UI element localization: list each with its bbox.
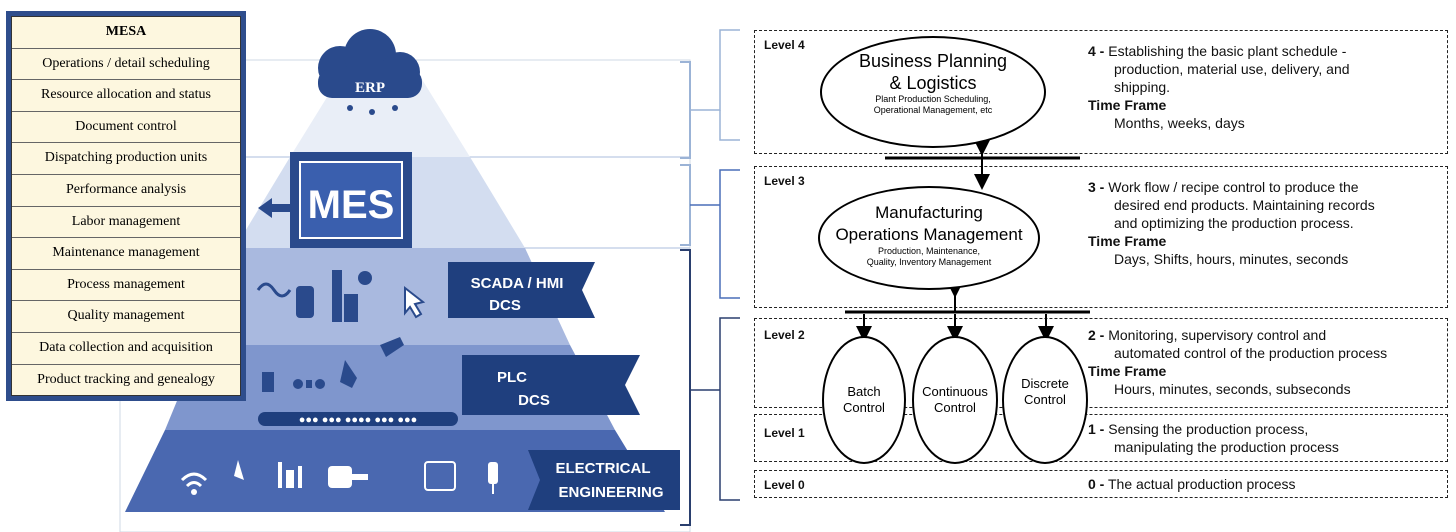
l2-num: 2 - — [1088, 327, 1105, 343]
l0-desc1: The actual production process — [1107, 476, 1296, 492]
mesa-item: Labor management — [12, 206, 240, 239]
bracket-control — [680, 249, 691, 526]
level3-box — [754, 166, 1448, 308]
l3-title2: Operations Management — [835, 225, 1023, 244]
level0-box — [754, 470, 1448, 498]
l3-title1: Manufacturing — [875, 203, 983, 222]
electrical-label: ELECTRICAL — [556, 460, 651, 477]
scada-banner — [448, 262, 595, 318]
scada-dcs-label: DCS — [489, 297, 521, 314]
l4-timeframe-label: Time Frame — [1088, 97, 1167, 113]
level1-description: 1 - Sensing the production process, mani… — [1088, 420, 1444, 456]
continuous-label2: Control — [934, 400, 976, 415]
level3-description: 3 - Work flow / recipe control to produc… — [1088, 178, 1444, 268]
business-planning-ellipse: Business Planning & Logistics Plant Prod… — [820, 36, 1046, 148]
plc-dcs-label: DCS — [518, 392, 550, 409]
discrete-control-ellipse: Discrete Control — [1002, 336, 1088, 464]
l4-sub1: Plant Production Scheduling, — [875, 94, 991, 104]
engineering-label: ENGINEERING — [558, 484, 663, 501]
level0-description: 0 - The actual production process — [1088, 475, 1444, 493]
level1-label: Level 1 — [764, 426, 805, 440]
l0-num: 0 - — [1088, 476, 1105, 492]
plc-banner — [462, 355, 640, 415]
mesa-item: Dispatching production units — [12, 143, 240, 175]
discrete-label1: Discrete — [1021, 376, 1069, 391]
level2-box — [754, 318, 1448, 408]
l2-desc1: Monitoring, supervisory control and — [1108, 327, 1327, 343]
connector-erp-upper — [690, 29, 740, 111]
conveyor-dots: ●●● ●●● ●●●● ●●● ●●● — [299, 414, 418, 426]
electrical-banner — [528, 450, 680, 510]
l3-sub2: Quality, Inventory Management — [866, 257, 992, 267]
l4-desc3: shipping. — [1114, 79, 1171, 95]
mesa-item: Document control — [12, 111, 240, 144]
l3-desc2: desired end products. Maintaining record… — [1114, 197, 1375, 213]
mesa-item: Resource allocation and status — [12, 80, 240, 112]
l4-sub2: Operational Management, etc — [873, 105, 993, 115]
mom-ellipse: Manufacturing Operations Management Prod… — [818, 186, 1040, 290]
level2-description: 2 - Monitoring, supervisory control and … — [1088, 326, 1444, 398]
arrow-left-icon — [258, 198, 292, 218]
l3-desc3: and optimizing the production process. — [1114, 215, 1354, 231]
scada-label: SCADA / HMI — [471, 275, 564, 292]
level4-description: 4 - Establishing the basic plant schedul… — [1088, 42, 1438, 132]
connector-erp-lower — [719, 110, 740, 141]
l4-desc2: production, material use, delivery, and — [1114, 61, 1350, 77]
electrical-icons — [180, 460, 498, 495]
l2-timeframe-label: Time Frame — [1088, 363, 1167, 379]
conveyor — [258, 412, 458, 426]
l3-timeframe-label: Time Frame — [1088, 233, 1167, 249]
mesa-item: Operations / detail scheduling — [12, 48, 240, 81]
level4-label: Level 4 — [764, 38, 805, 52]
l4-desc1: Establishing the basic plant schedule - — [1108, 43, 1347, 59]
plc-robot-icons — [262, 337, 404, 392]
mesa-item: Performance analysis — [12, 174, 240, 207]
level1-box — [754, 414, 1448, 462]
l3-timeframe-value: Days, Shifts, hours, minutes, seconds — [1114, 251, 1349, 267]
l1-desc2: manipulating the production process — [1114, 439, 1339, 455]
l2-desc2: automated control of the production proc… — [1114, 345, 1388, 361]
continuous-control-ellipse: Continuous Control — [912, 336, 998, 464]
batch-label2: Control — [843, 400, 885, 415]
level2-label: Level 2 — [764, 328, 805, 342]
level3-label: Level 3 — [764, 174, 805, 188]
mesa-item: Data collection and acquisition — [12, 332, 240, 365]
automation-pyramid: ERP MES SCADA / HMI DCS ●●● ●●● ●●●● ●●●… — [119, 29, 740, 532]
mesa-item: Product tracking and genealogy — [12, 364, 240, 396]
connector-control — [690, 317, 740, 501]
level0-label: Level 0 — [764, 478, 805, 492]
plc-label: PLC — [497, 369, 527, 386]
l4-timeframe-value: Months, weeks, days — [1114, 115, 1245, 131]
erp-label: ERP — [355, 80, 385, 96]
continuous-label1: Continuous — [922, 384, 988, 399]
hmi-icons — [256, 270, 426, 322]
mesa-table: MESA Operations / detail scheduling Reso… — [6, 11, 246, 402]
mes-inner-box — [299, 161, 403, 239]
l1-num: 1 - — [1088, 421, 1105, 437]
mesa-title: MESA — [12, 17, 240, 49]
l1-desc1: Sensing the production process, — [1108, 421, 1309, 437]
l4-title1: Business Planning — [858, 51, 1008, 71]
l4-title2: & Logistics — [889, 73, 977, 93]
cloud-icon — [318, 29, 422, 115]
discrete-label2: Control — [1024, 392, 1066, 407]
batch-control-ellipse: Batch Control — [822, 336, 906, 464]
level4-box — [754, 30, 1448, 154]
mes-label: MES — [308, 183, 395, 227]
mesa-item: Process management — [12, 269, 240, 302]
mesa-item: Quality management — [12, 301, 240, 333]
l4-num: 4 - — [1088, 43, 1105, 59]
batch-label1: Batch — [847, 384, 881, 399]
l3-sub1: Production, Maintenance, — [877, 246, 981, 256]
mesa-item: Maintenance management — [12, 238, 240, 270]
l2-timeframe-value: Hours, minutes, seconds, subseconds — [1114, 381, 1351, 397]
l3-desc1: Work flow / recipe control to produce th… — [1108, 179, 1359, 195]
l3-num: 3 - — [1088, 179, 1105, 195]
connector-mes — [690, 169, 740, 299]
